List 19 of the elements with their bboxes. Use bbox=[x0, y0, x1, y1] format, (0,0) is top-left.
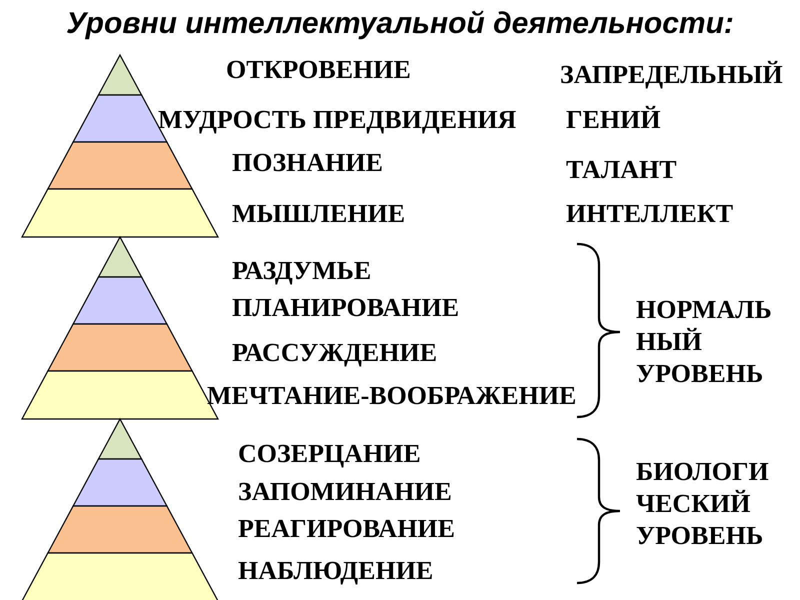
level-label: ИНТЕЛЛЕКТ bbox=[566, 200, 734, 228]
level-label: ОТКРОВЕНИЕ bbox=[226, 56, 411, 84]
level-label: НОРМАЛЬ НЫЙ УРОВЕНЬ bbox=[636, 294, 773, 390]
level-label: ТАЛАНТ bbox=[566, 156, 677, 184]
level-label: РЕАГИРОВАНИЕ bbox=[238, 515, 455, 543]
level-label: РАЗДУМЬЕ bbox=[232, 257, 372, 285]
level-label: СОЗЕРЦАНИЕ bbox=[238, 440, 421, 468]
level-label: МЫШЛЕНИЕ bbox=[232, 200, 406, 228]
level-label: РАССУЖДЕНИЕ bbox=[232, 339, 438, 367]
title: Уровни интеллектуальной деятельности: bbox=[66, 6, 734, 42]
level-label: ПЛАНИРОВАНИЕ bbox=[232, 294, 460, 322]
level-label: ЗАПРЕДЕЛЬНЫЙ bbox=[560, 61, 783, 89]
level-label: НАБЛЮДЕНИЕ bbox=[238, 557, 434, 585]
level-label: МУДРОСТЬ ПРЕДВИДЕНИЯ bbox=[158, 106, 516, 134]
level-label: МЕЧТАНИЕ-ВООБРАЖЕНИЕ bbox=[207, 382, 576, 410]
level-label: ГЕНИЙ bbox=[566, 106, 661, 134]
level-label: ПОЗНАНИЕ bbox=[232, 149, 383, 177]
level-label: ЗАПОМИНАНИЕ bbox=[238, 478, 452, 506]
level-label: БИОЛОГИ ЧЕСКИЙ УРОВЕНЬ bbox=[636, 456, 770, 552]
